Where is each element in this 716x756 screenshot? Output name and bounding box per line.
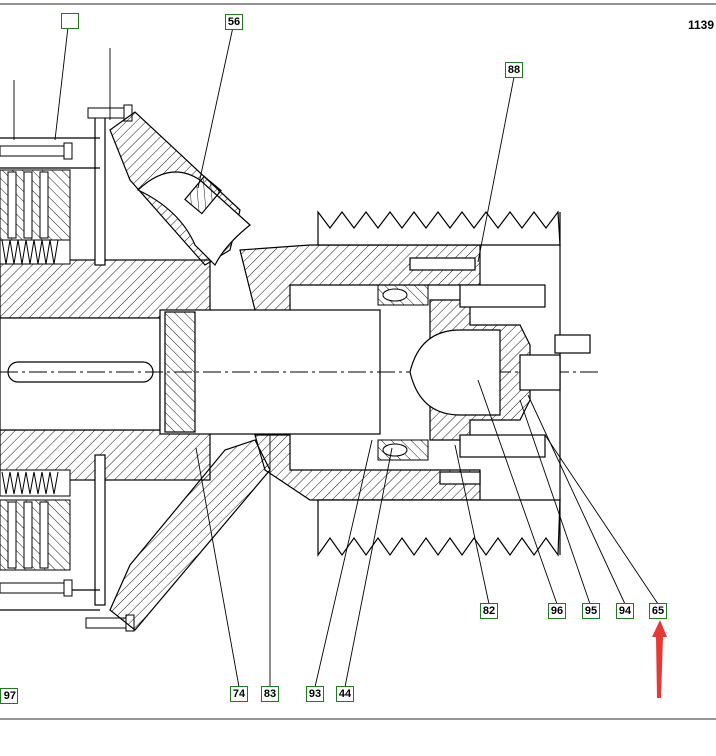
red-arrow-icon	[652, 620, 667, 698]
callout-56[interactable]: 56	[225, 14, 243, 30]
callout-83[interactable]: 83	[261, 686, 279, 702]
callout-74[interactable]: 74	[230, 686, 248, 702]
callout-88[interactable]: 88	[505, 62, 523, 78]
page-number: 1139	[688, 18, 715, 32]
clutch-pack-top	[0, 169, 71, 265]
callout-94[interactable]: 94	[616, 603, 634, 619]
callout-65[interactable]: 65	[649, 603, 667, 619]
callout-82[interactable]: 82	[480, 603, 498, 619]
clutch-pack-bottom	[0, 469, 71, 571]
main-shaft	[0, 309, 600, 435]
leader-lines	[13, 26, 659, 688]
page-border	[0, 3, 716, 720]
vent-tube	[136, 171, 251, 267]
pulley	[317, 210, 561, 557]
callout-97[interactable]: 97	[0, 688, 18, 704]
end-cap	[409, 257, 591, 485]
callout-44[interactable]: 44	[336, 686, 354, 702]
callout-95[interactable]: 95	[582, 603, 600, 619]
callout-blank[interactable]	[61, 13, 79, 29]
callout-93[interactable]: 93	[306, 686, 324, 702]
callout-96[interactable]: 96	[548, 603, 566, 619]
